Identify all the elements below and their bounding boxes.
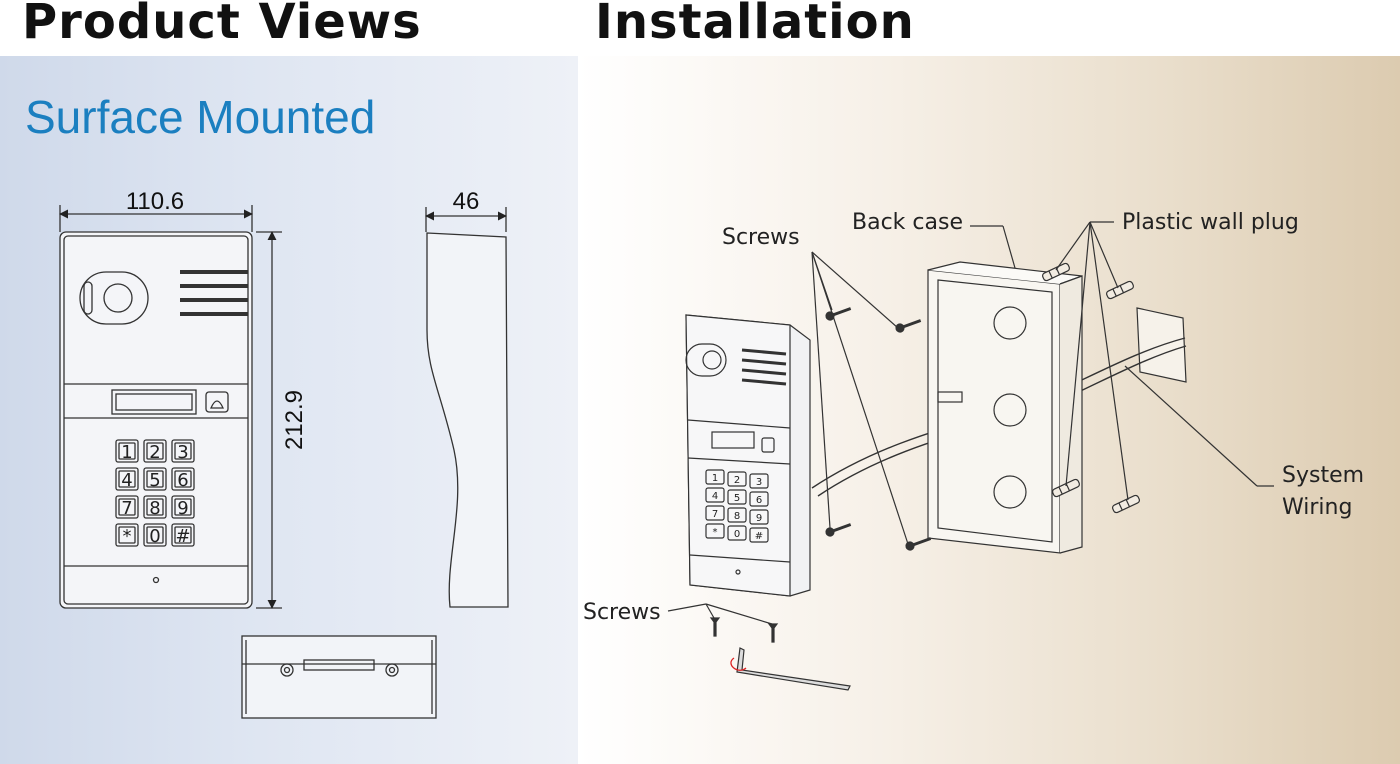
wall-plug [1106,280,1134,300]
keypad-key-label: * [713,527,718,538]
plastic-wall-plug-label: Plastic wall plug [1122,210,1299,235]
keypad-key-label: 2 [734,475,740,486]
keypad-key-label: 0 [149,526,160,547]
keypad-key: 0 [727,525,747,541]
keypad-key: * [115,523,139,547]
keypad-key: 3 [171,439,195,463]
keypad-key: 2 [727,471,747,487]
keypad-key-label: 6 [177,470,188,491]
surface-mounted-heading: Surface Mounted [25,91,376,143]
installation-heading: Installation [595,0,915,50]
wall-screw [825,523,852,537]
keypad-key: 9 [749,509,769,525]
keypad-key-label: 1 [121,442,132,463]
keypad-key-label: 2 [149,442,160,463]
keypad-key-label: # [175,526,190,547]
keypad-key-label: 8 [149,498,160,519]
keypad-key-label: # [755,531,763,542]
keypad-key: 6 [749,491,769,507]
product-views-heading: Product Views [22,0,422,50]
keypad-key-label: 9 [177,498,188,519]
keypad-key-label: 8 [734,511,740,522]
bottom-view [241,635,437,719]
keypad-key: 8 [727,507,747,523]
keypad-key-label: 9 [756,513,762,524]
keypad-key: 4 [115,467,139,491]
keypad-key-label: 4 [121,470,132,491]
keypad-key-label: 5 [149,470,160,491]
height-dimension: 212.9 [281,390,308,450]
depth-dimension: 46 [453,188,480,215]
width-dimension: 110.6 [126,188,184,215]
screws-top-label: Screws [722,225,800,250]
keypad-key: 1 [115,439,139,463]
system-wiring-label-line2: Wiring [1282,495,1352,520]
keypad-key-label: * [123,526,132,547]
keypad-key-label: 6 [756,495,762,506]
keypad-key-label: 7 [121,498,132,519]
keypad-key-label: 3 [756,477,762,488]
side-view [425,207,509,608]
wall-screw [825,307,852,321]
wall-plug [1042,262,1070,282]
keypad-key: 3 [749,473,769,489]
keypad-key: 5 [143,467,167,491]
keypad-key-label: 0 [734,529,740,540]
keypad-key: 5 [727,489,747,505]
screws-bottom-label: Screws [583,600,661,625]
wall-plug [1112,494,1140,514]
keypad-key: 6 [171,467,195,491]
keypad-key: 8 [143,495,167,519]
keypad-key: 7 [705,505,725,521]
keypad-key-label: 3 [177,442,188,463]
keypad-key: 4 [705,487,725,503]
keypad-key: * [705,523,725,539]
keypad-key-label: 4 [712,491,718,502]
keypad-key: 1 [705,469,725,485]
keypad-key: 0 [143,523,167,547]
wall-screw [895,319,922,333]
keypad-key: 9 [171,495,195,519]
installation-drawing: 1 2 3 4 5 6 7 8 9 * 0 # [667,221,1274,691]
back-case-label: Back case [852,210,963,235]
keypad-key: # [749,527,769,543]
keypad-key-label: 5 [734,493,740,504]
keypad-key: 7 [115,495,139,519]
keypad-key-label: 7 [712,509,718,520]
keypad-key: 2 [143,439,167,463]
keypad-key: # [171,523,195,547]
keypad-key-label: 1 [712,473,718,484]
system-wiring-label-line1: System [1282,463,1364,488]
